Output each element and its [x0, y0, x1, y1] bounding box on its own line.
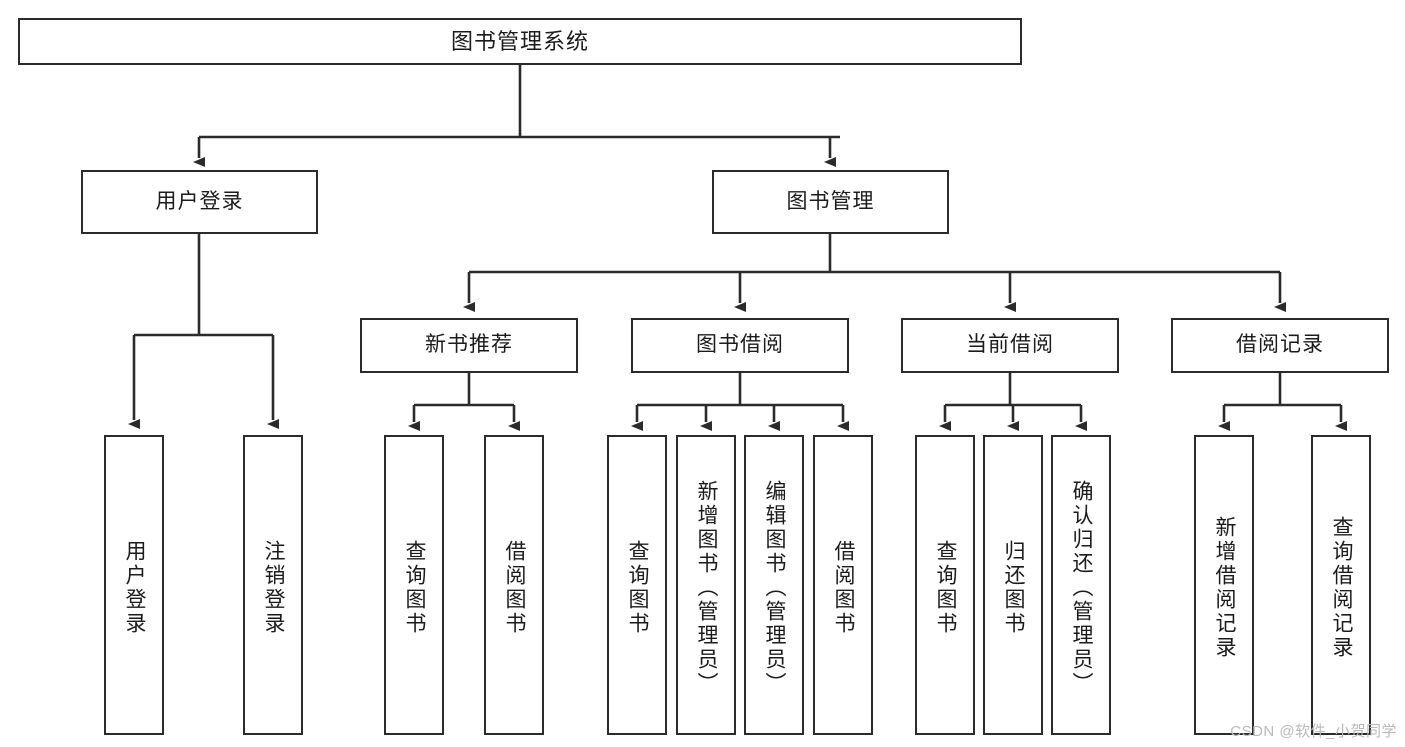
node-new-book-recommend-label: 新书推荐: [425, 333, 513, 357]
node-leaf-add-record-label: 新增借阅记录: [1213, 516, 1237, 660]
edge-group-root: [193, 65, 840, 167]
edge-group-current-borrow: [939, 373, 1087, 431]
node-new-book-recommend[interactable]: 新书推荐: [360, 318, 578, 373]
node-leaf-query-book-1-label: 查询图书: [403, 540, 427, 636]
edge-group-new-book: [408, 373, 520, 431]
edge-group-book-mgmt: [463, 234, 1286, 312]
node-leaf-query-book-2-label: 查询图书: [626, 540, 650, 636]
node-current-borrow[interactable]: 当前借阅: [901, 318, 1119, 373]
edge-group-login: [128, 234, 279, 429]
node-book-borrow-label: 图书借阅: [696, 333, 784, 357]
node-leaf-query-book-1[interactable]: 查询图书: [384, 435, 444, 735]
node-root-label: 图书管理系统: [450, 28, 589, 54]
node-leaf-borrow-book-1-label: 借阅图书: [503, 540, 527, 636]
node-root[interactable]: 图书管理系统: [18, 18, 1022, 65]
node-leaf-edit-book-label: 编辑图书（管理员）: [763, 480, 787, 696]
node-leaf-user-login-label: 用户登录: [123, 540, 147, 636]
node-leaf-query-record-label: 查询借阅记录: [1330, 516, 1354, 660]
node-leaf-return-book[interactable]: 归还图书: [983, 435, 1043, 735]
node-current-borrow-label: 当前借阅: [966, 333, 1054, 357]
node-leaf-query-book-3[interactable]: 查询图书: [915, 435, 975, 735]
node-leaf-borrow-book-1[interactable]: 借阅图书: [484, 435, 544, 735]
edge-group-book-borrow: [631, 373, 849, 431]
node-leaf-user-logout-label: 注销登录: [262, 540, 286, 636]
node-user-login[interactable]: 用户登录: [81, 170, 318, 234]
node-book-management-label: 图书管理: [786, 189, 875, 213]
node-book-management[interactable]: 图书管理: [712, 170, 949, 234]
node-leaf-borrow-book-2[interactable]: 借阅图书: [813, 435, 873, 735]
node-leaf-add-book[interactable]: 新增图书（管理员）: [676, 435, 736, 735]
node-borrow-record-label: 借阅记录: [1236, 333, 1324, 357]
node-leaf-confirm-return-label: 确认归还（管理员）: [1070, 480, 1094, 696]
node-leaf-edit-book[interactable]: 编辑图书（管理员）: [744, 435, 804, 735]
node-leaf-user-login[interactable]: 用户登录: [104, 435, 164, 735]
node-book-borrow[interactable]: 图书借阅: [631, 318, 849, 373]
node-user-login-label: 用户登录: [155, 189, 244, 213]
node-leaf-confirm-return[interactable]: 确认归还（管理员）: [1051, 435, 1111, 735]
node-leaf-borrow-book-2-label: 借阅图书: [832, 540, 856, 636]
node-leaf-query-book-3-label: 查询图书: [934, 540, 958, 636]
node-leaf-add-record[interactable]: 新增借阅记录: [1194, 435, 1254, 735]
node-leaf-return-book-label: 归还图书: [1002, 540, 1026, 636]
node-borrow-record[interactable]: 借阅记录: [1171, 318, 1389, 373]
node-leaf-query-book-2[interactable]: 查询图书: [607, 435, 667, 735]
edge-group-borrow-record: [1218, 373, 1347, 431]
node-leaf-user-logout[interactable]: 注销登录: [243, 435, 303, 735]
node-leaf-add-book-label: 新增图书（管理员）: [695, 480, 719, 696]
watermark: CSDN @软件_小贺同学: [1230, 723, 1397, 740]
node-leaf-query-record[interactable]: 查询借阅记录: [1311, 435, 1371, 735]
